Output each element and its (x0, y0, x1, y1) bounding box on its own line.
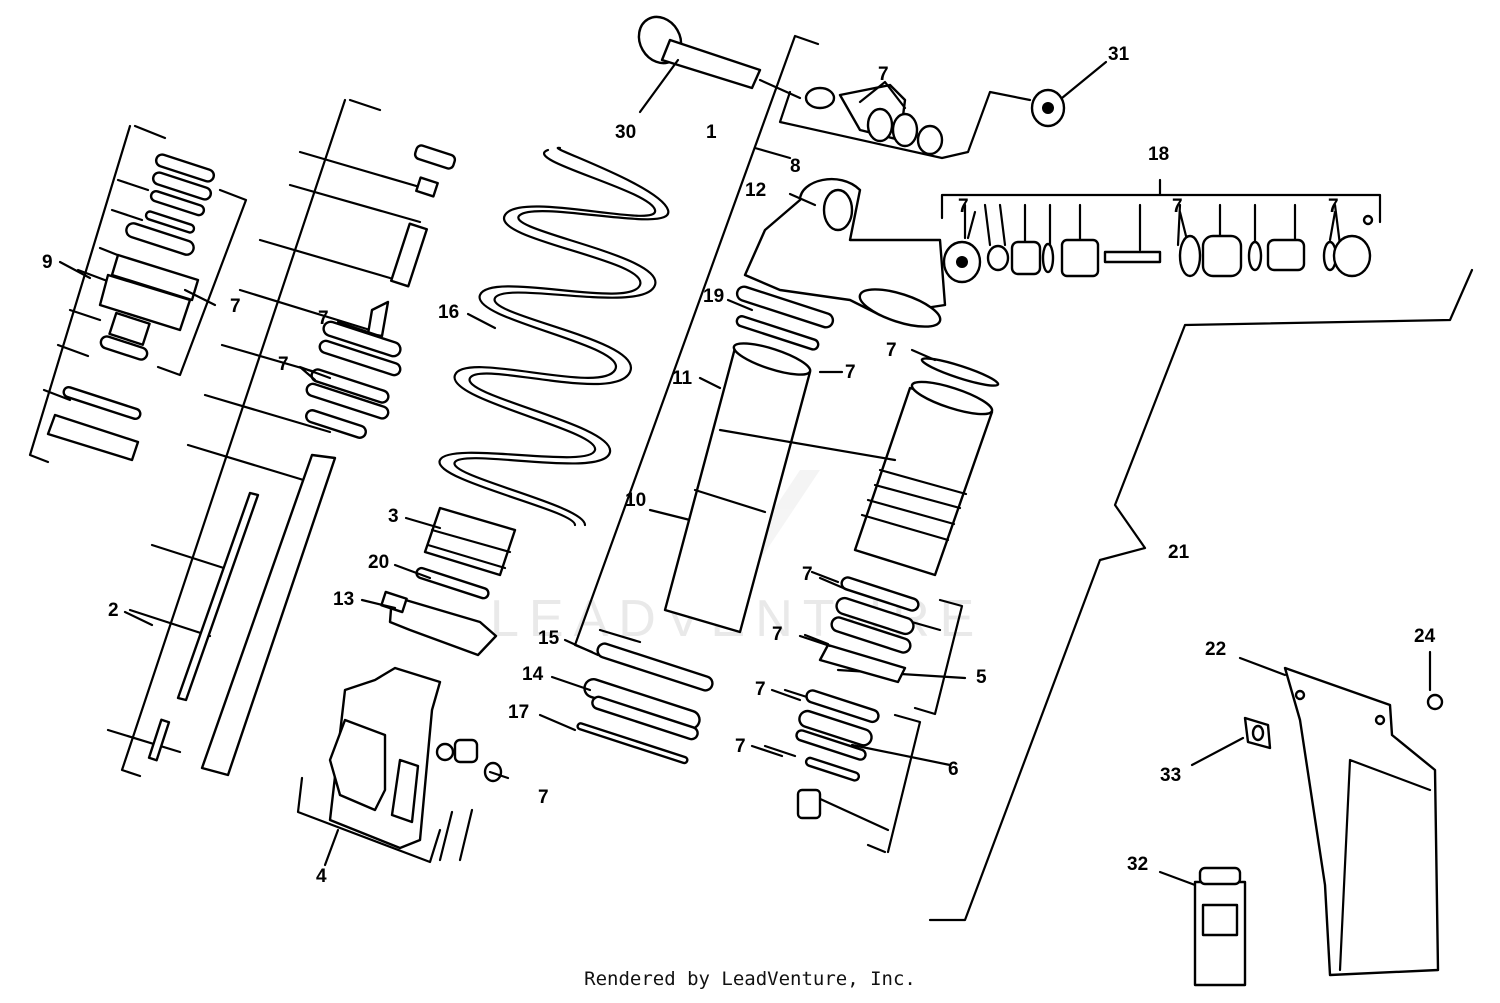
bracket-21 (928, 268, 1474, 922)
group-9 (28, 124, 248, 464)
callout-7: 7 (958, 196, 969, 217)
callout-20: 20 (368, 552, 389, 573)
callout-7: 7 (278, 354, 289, 375)
callout-7: 7 (1328, 196, 1339, 217)
callout-8: 8 (790, 156, 801, 177)
callout-7: 7 (772, 624, 783, 645)
callout-21: 21 (1168, 542, 1190, 563)
callout-19: 19 (703, 286, 724, 307)
callout-7: 7 (878, 64, 889, 85)
callout-22: 22 (1205, 639, 1226, 660)
callout-6: 6 (948, 759, 959, 780)
callout-7: 7 (802, 564, 813, 585)
callout-30: 30 (615, 122, 636, 143)
callout-31: 31 (1108, 44, 1130, 65)
parts-3-20-13 (380, 506, 517, 657)
parts-14-15-17 (576, 642, 714, 765)
callout-14: 14 (522, 664, 544, 685)
callout-17: 17 (508, 702, 529, 723)
group-1 (573, 34, 1000, 654)
callout-3: 3 (388, 506, 399, 527)
callout-5: 5 (976, 667, 987, 688)
callout-7: 7 (886, 340, 897, 361)
callout-13: 13 (333, 589, 354, 610)
leader-lines (58, 58, 1432, 887)
parts-22-24-33-32 (1193, 666, 1444, 987)
callout-7: 7 (1172, 196, 1183, 217)
parts-30-8-31 (637, 15, 1066, 160)
callout-33: 33 (1160, 765, 1181, 786)
callout-1: 1 (706, 122, 717, 143)
part-12 (735, 177, 947, 351)
callout-7: 7 (755, 679, 766, 700)
part-4 (296, 666, 503, 864)
groups-5-6 (763, 570, 967, 854)
callout-4: 4 (316, 866, 327, 887)
callout-18: 18 (1148, 144, 1169, 165)
callouts: 30 31 7 1 8 18 12 7 7 7 9 7 19 16 7 7 7 … (42, 44, 1436, 887)
callout-7: 7 (318, 308, 329, 329)
callout-7: 7 (845, 362, 856, 383)
callout-16: 16 (438, 302, 459, 323)
group-2 (106, 98, 457, 778)
callout-9: 9 (42, 252, 53, 273)
callout-15: 15 (538, 628, 560, 649)
footer-credit: Rendered by LeadVenture, Inc. (584, 968, 916, 990)
callout-12: 12 (745, 180, 766, 201)
callout-24: 24 (1414, 626, 1436, 647)
group-18 (940, 178, 1382, 284)
callout-10: 10 (625, 490, 646, 511)
callout-7: 7 (538, 787, 549, 808)
callout-2: 2 (108, 600, 119, 621)
callout-11: 11 (672, 368, 693, 389)
callout-32: 32 (1127, 854, 1148, 875)
callout-7: 7 (735, 736, 746, 757)
spring-16 (438, 146, 670, 527)
callout-7: 7 (230, 296, 241, 317)
